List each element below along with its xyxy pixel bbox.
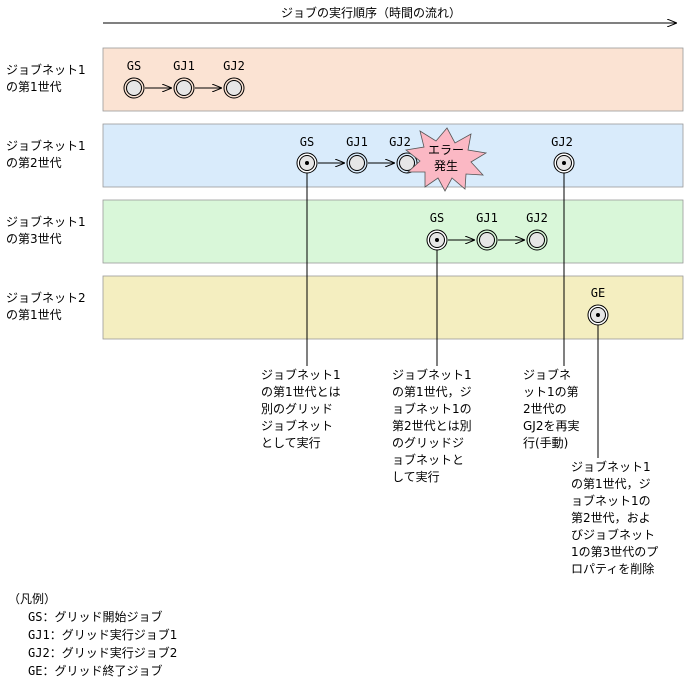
job-node-gj2-row1[interactable]: GJ2 — [223, 59, 245, 99]
timeline-label: ジョブの実行順序（時間の流れ） — [281, 5, 461, 20]
note-ge-delete: ジョブネット1 の第1世代，ジ ョブネット1の 第2世代，およ びジョブネット … — [571, 460, 659, 576]
row-label-jn1-gen3: ジョブネット1 の第3世代 — [6, 215, 86, 246]
job-node-gj2-row3[interactable]: GJ2 — [526, 211, 548, 251]
legend-item-gs: GS：グリッド開始ジョブ — [28, 610, 163, 624]
job-node-gs-row2[interactable]: GS — [296, 135, 318, 174]
svg-text:GJ2: GJ2 — [223, 59, 245, 73]
svg-text:GE: GE — [591, 286, 605, 300]
row-band-jn2-gen1 — [102, 275, 684, 340]
legend-title: （凡例） — [8, 592, 57, 606]
job-node-gj1-row1[interactable]: GJ1 — [173, 59, 195, 99]
job-node-gj2-row2-rerun[interactable]: GJ2 — [551, 135, 575, 174]
row-band-jn1-gen3 — [102, 199, 684, 264]
row-label-jn1-gen2: ジョブネット1 の第2世代 — [6, 139, 86, 170]
row-label-jn2-gen1: ジョブネット2 の第1世代 — [6, 291, 86, 322]
svg-text:GS: GS — [127, 59, 141, 73]
svg-text:GJ1: GJ1 — [173, 59, 195, 73]
error-label-line1: エラー — [428, 143, 464, 157]
row-band-jn1-gen1 — [102, 47, 684, 112]
legend-item-gj1: GJ1：グリッド実行ジョブ1 — [28, 628, 178, 642]
svg-text:GJ2: GJ2 — [389, 135, 411, 149]
row-band-jn1-gen2 — [102, 123, 684, 188]
legend-item-ge: GE：グリッド終了ジョブ — [28, 664, 163, 678]
note-gen2-separate: ジョブネット1 の第1世代とは 別のグリッド ジョブネット として実行 — [261, 368, 341, 450]
job-node-ge-row4[interactable]: GE — [587, 286, 609, 326]
error-label-line2: 発生 — [434, 159, 458, 173]
note-gen3-separate: ジョブネット1 の第1世代，ジ ョブネット1の 第2世代とは別 のグリッドジ ョ… — [392, 368, 472, 484]
job-node-gj1-row2[interactable]: GJ1 — [346, 135, 368, 174]
job-node-gs-row1[interactable]: GS — [123, 59, 145, 99]
svg-text:GJ2: GJ2 — [526, 211, 548, 225]
svg-text:GS: GS — [430, 211, 444, 225]
note-gj2-rerun: ジョブネ ット1の第 2世代の GJ2を再実 行(手動) — [523, 368, 580, 450]
svg-text:GJ2: GJ2 — [551, 135, 573, 149]
svg-text:GS: GS — [300, 135, 314, 149]
svg-text:GJ1: GJ1 — [476, 211, 498, 225]
legend-item-gj2: GJ2：グリッド実行ジョブ2 — [28, 646, 178, 660]
legend: （凡例） GS：グリッド開始ジョブ GJ1：グリッド実行ジョブ1 GJ2：グリッ… — [8, 590, 177, 680]
job-node-gs-row3[interactable]: GS — [426, 211, 448, 251]
error-burst: エラー 発生 — [405, 127, 488, 192]
svg-text:GJ1: GJ1 — [346, 135, 368, 149]
job-node-gj2-row2-error[interactable]: GJ2 — [389, 135, 418, 174]
row-label-jn1-gen1: ジョブネット1 の第1世代 — [6, 63, 86, 94]
job-node-gj1-row3[interactable]: GJ1 — [476, 211, 498, 251]
